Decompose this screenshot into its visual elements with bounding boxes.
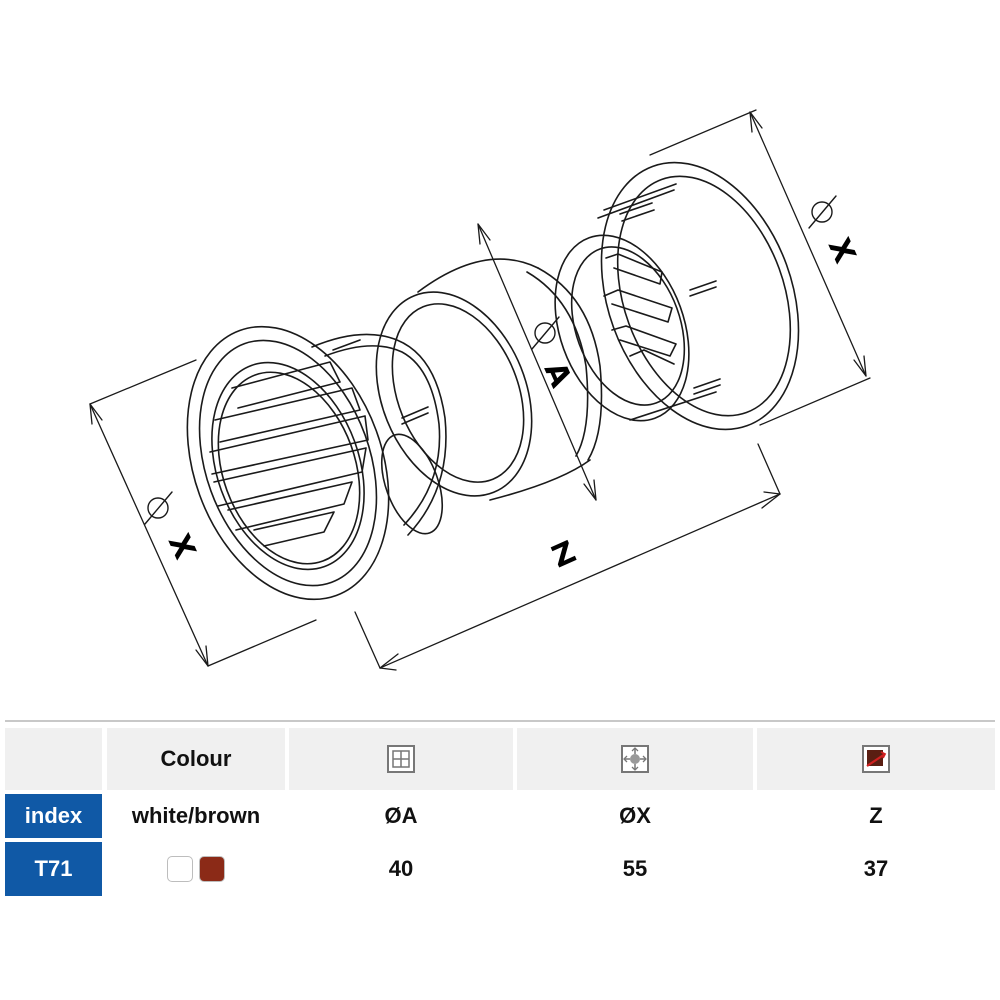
z-label-cell: Z — [757, 794, 995, 838]
index-label: index — [24, 803, 83, 828]
x-label: ØX — [619, 803, 651, 828]
header-z-icon-cell — [757, 728, 995, 790]
dimension-lines — [89, 109, 871, 671]
index-label-cell: index — [5, 794, 102, 838]
header-colour-cell: Colour — [107, 728, 285, 790]
header-x-icon-cell — [517, 728, 753, 790]
z-value-cell: 37 — [757, 842, 995, 896]
middle-sleeve — [375, 258, 603, 501]
a-value-cell: 40 — [289, 842, 513, 896]
left-grille — [186, 325, 447, 601]
a-label: ØA — [384, 803, 418, 828]
z-value: 37 — [863, 856, 889, 881]
colours-cell: white/brown — [107, 794, 285, 838]
product-code: T71 — [34, 856, 73, 881]
x-value-cell: 55 — [517, 842, 753, 896]
white-swatch — [167, 856, 193, 882]
a-value: 40 — [388, 856, 414, 881]
diameter-symbols — [144, 195, 837, 525]
z-label: Z — [869, 803, 883, 828]
product-code-cell: T71 — [5, 842, 102, 896]
right-grille — [554, 161, 800, 431]
spec-table: Colour index white/brown ØA ØX — [5, 720, 995, 900]
grille-front-icon — [387, 745, 415, 773]
exploded-vent-drawing: X A Z X — [89, 109, 871, 671]
dimension-label-right-x: X — [821, 233, 862, 268]
header-colour-label: Colour — [160, 746, 232, 771]
grille-depth-icon — [862, 745, 890, 773]
header-a-icon-cell — [289, 728, 513, 790]
grille-diameter-icon — [621, 745, 649, 773]
dimension-label-a: A — [537, 357, 579, 393]
dimension-label-left-x: X — [161, 529, 202, 564]
x-value: 55 — [622, 856, 648, 881]
brown-swatch — [199, 856, 225, 882]
a-label-cell: ØA — [289, 794, 513, 838]
dimension-label-z: Z — [547, 534, 581, 575]
x-label-cell: ØX — [517, 794, 753, 838]
colours-value: white/brown — [131, 803, 261, 828]
header-blank-cell — [5, 728, 102, 790]
swatch-cell — [107, 842, 285, 896]
